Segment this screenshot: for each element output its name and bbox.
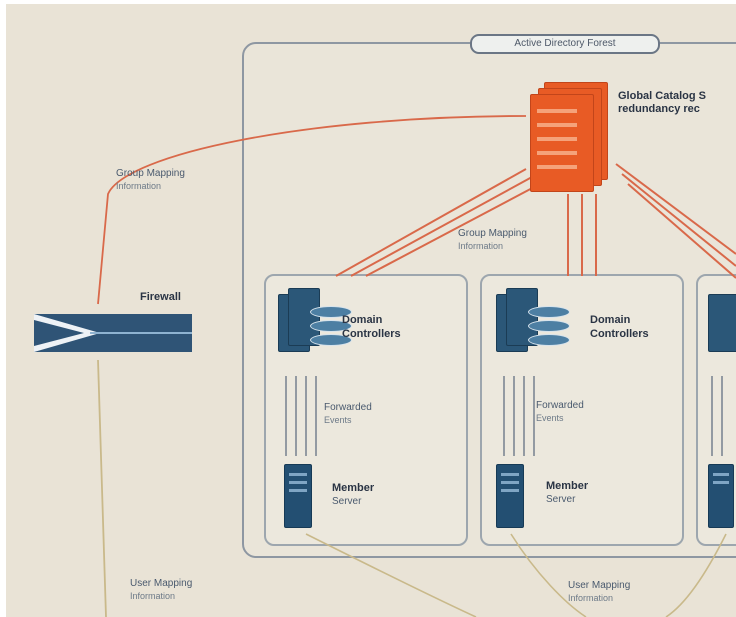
member-server-label-1a: Member <box>332 482 375 494</box>
forwarded-events-label-2a: Forwarded <box>536 400 584 411</box>
domain-controllers-icon-2 <box>494 286 580 366</box>
gc-arrows-right <box>615 163 736 279</box>
domain-controllers-label-1a: Domain <box>342 314 383 326</box>
user-mapping-wire-3 <box>665 533 727 617</box>
user-mapping-wire-1 <box>305 533 477 617</box>
member-server-label-2a: Member <box>546 480 589 492</box>
domain-controllers-label-2a: Domain <box>590 314 631 326</box>
member-server-icon-3 <box>708 464 734 528</box>
forward-arrows-1 <box>285 376 317 456</box>
domain-controllers-icon-3 <box>706 286 736 366</box>
user-mapping-label-center-1: User Mapping <box>568 580 631 591</box>
domain-controllers-label-2b: Controllers <box>590 328 649 340</box>
forwarded-events-label-2b: Events <box>536 413 564 423</box>
firewall-icon <box>30 306 196 358</box>
user-mapping-wire-left <box>97 359 107 617</box>
gc-arrows-center <box>567 194 597 276</box>
domain-controllers-icon-1 <box>276 286 362 366</box>
group-mapping-label-center-1: Group Mapping <box>458 228 527 239</box>
group-mapping-label-left-2: Information <box>116 181 162 191</box>
forwarded-events-label-1b: Events <box>324 415 352 425</box>
user-mapping-label-left-2: Information <box>130 591 176 601</box>
user-mapping-label-left-1: User Mapping <box>130 578 193 589</box>
member-server-icon-1 <box>284 464 312 528</box>
diagram-canvas: Active Directory Forest <box>6 4 736 617</box>
gc-arrows-left <box>335 168 539 277</box>
user-mapping-label-center-2: Information <box>568 593 614 603</box>
domain-controllers-label-1b: Controllers <box>342 328 401 340</box>
user-mapping-wire-2 <box>510 533 587 617</box>
group-mapping-wire <box>97 115 527 305</box>
global-catalog-label-2: redundancy rec <box>618 103 700 115</box>
group-mapping-label-center-2: Information <box>458 241 504 251</box>
forward-arrows-3 <box>711 376 723 456</box>
global-catalog-label-1: Global Catalog S <box>618 90 707 102</box>
member-server-label-2b: Server <box>546 494 576 505</box>
forward-arrows-2 <box>503 376 535 456</box>
group-mapping-label-left-1: Group Mapping <box>116 168 185 179</box>
global-catalog-server-icon <box>530 82 610 192</box>
member-server-label-1b: Server <box>332 496 362 507</box>
connection-lines <box>97 115 736 617</box>
forest-label: Active Directory Forest <box>470 34 660 54</box>
forwarded-events-label-1a: Forwarded <box>324 402 372 413</box>
firewall-label: Firewall <box>140 291 181 303</box>
member-server-icon-2 <box>496 464 524 528</box>
